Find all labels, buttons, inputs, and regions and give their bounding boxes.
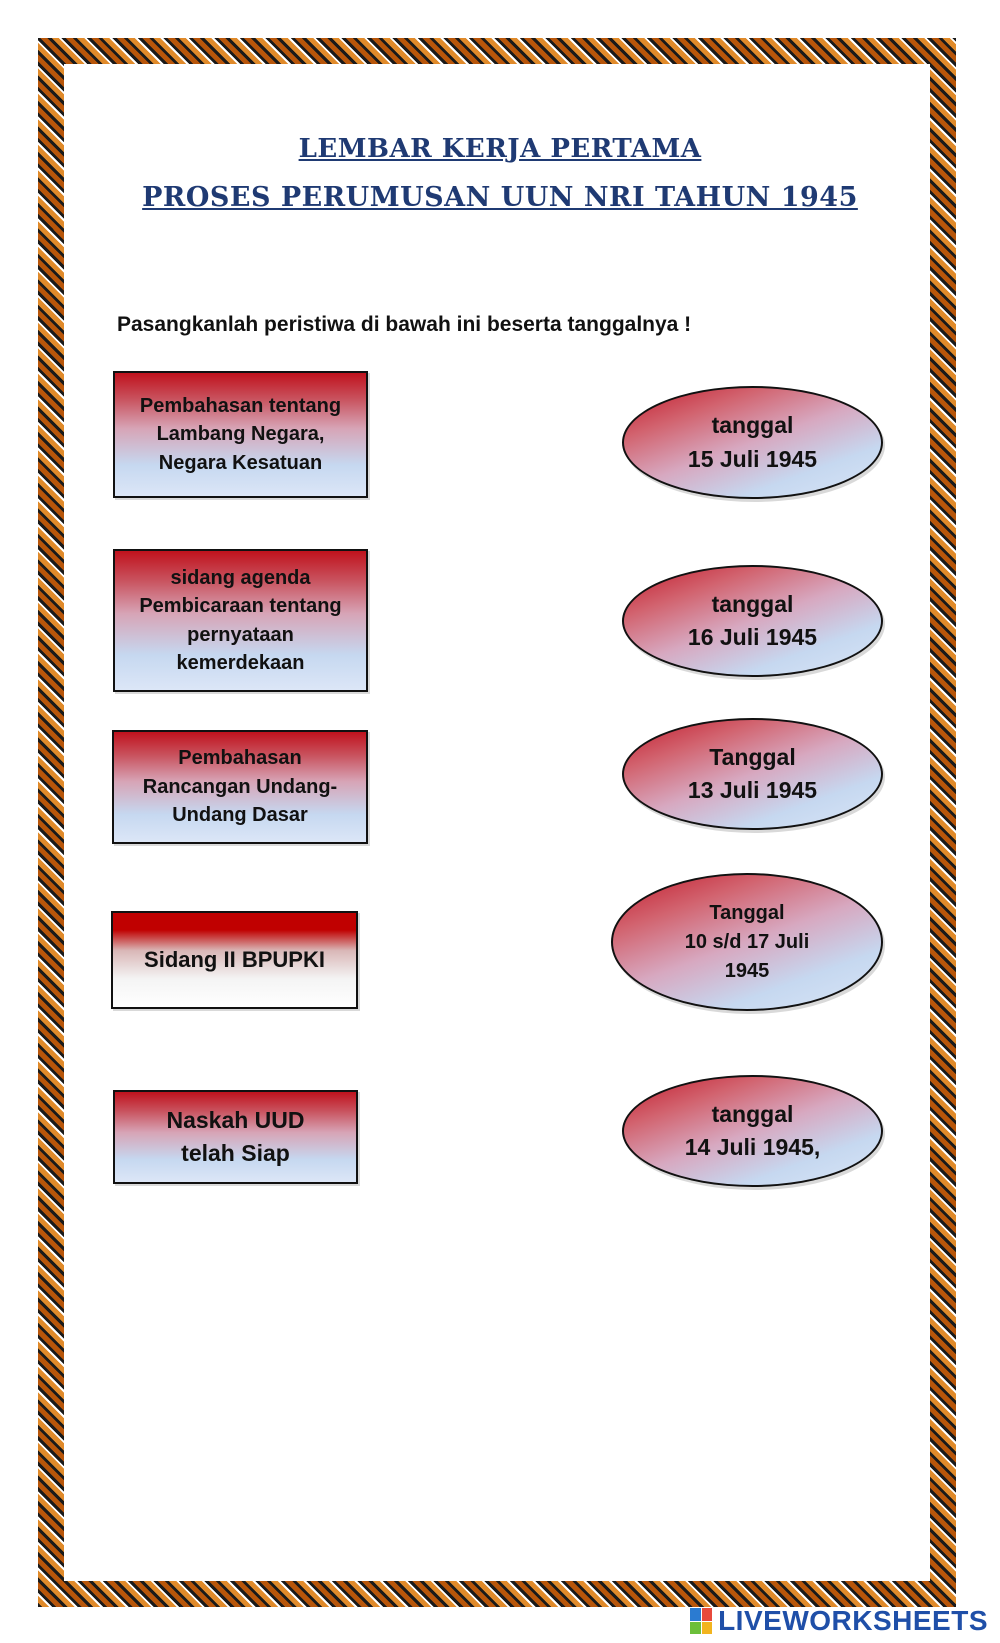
liveworksheets-brand: LIVEWORKSHEETS <box>690 1603 988 1639</box>
event-card-2[interactable]: sidang agenda Pembicaraan tentang pernya… <box>113 549 368 692</box>
date-oval-1[interactable]: tanggal 15 Juli 1945 <box>622 386 883 499</box>
date-oval-4[interactable]: Tanggal 10 s/d 17 Juli 1945 <box>611 873 883 1011</box>
brand-label: LIVEWORKSHEETS <box>718 1605 988 1636</box>
liveworksheets-logo-icon <box>690 1608 713 1634</box>
instruction-text: Pasangkanlah peristiwa di bawah ini bese… <box>117 313 692 336</box>
date-oval-2[interactable]: tanggal 16 Juli 1945 <box>622 565 883 677</box>
event-card-1[interactable]: Pembahasan tentang Lambang Negara, Negar… <box>113 371 368 498</box>
event-card-5[interactable]: Naskah UUD telah Siap <box>113 1090 358 1184</box>
worksheet-subtitle: PROSES PERUMUSAN UUN NRI TAHUN 1945 <box>142 182 858 213</box>
date-oval-3[interactable]: Tanggal 13 Juli 1945 <box>622 718 883 830</box>
event-card-3[interactable]: Pembahasan Rancangan Undang- Undang Dasa… <box>112 730 368 844</box>
event-card-4[interactable]: Sidang II BPUPKI <box>111 911 358 1009</box>
worksheet-title: LEMBAR KERJA PERTAMA <box>298 134 702 164</box>
date-oval-5[interactable]: tanggal 14 Juli 1945, <box>622 1075 883 1187</box>
